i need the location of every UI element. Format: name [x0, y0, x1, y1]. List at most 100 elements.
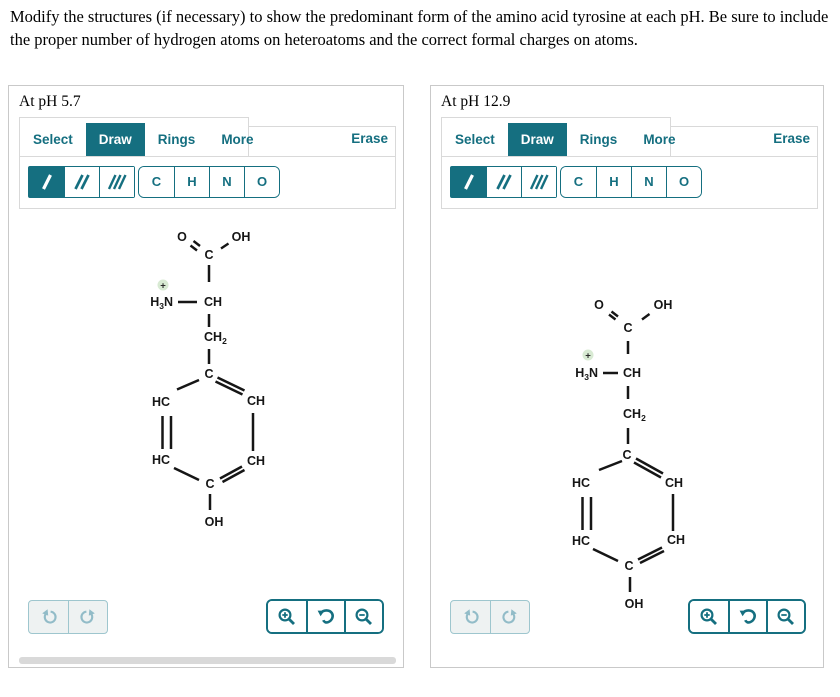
tab-more[interactable]: More — [643, 132, 676, 147]
bond-carbonyl-double-1[interactable] — [189, 244, 198, 252]
atom-button-oxygen[interactable]: O — [666, 167, 701, 197]
zoom-out-button[interactable] — [766, 601, 804, 632]
atom-methylene-ch2[interactable]: CH2 — [623, 407, 646, 423]
atom-ring-upper-left-hc[interactable]: HC — [152, 395, 170, 409]
horizontal-scrollbar[interactable] — [19, 657, 396, 664]
bond-carboxyl-oh[interactable] — [220, 242, 230, 250]
tab-draw[interactable]: Draw — [85, 123, 145, 156]
drawing-toolbar: Select Draw Rings More Erase — [19, 117, 396, 209]
atom-button-nitrogen[interactable]: N — [631, 167, 666, 197]
atom-ring-top-c[interactable]: C — [204, 367, 213, 381]
positive-charge-badge[interactable] — [157, 279, 169, 291]
bond-ring-top-right-double-2[interactable] — [216, 376, 246, 392]
page-title: At pH 5.7 — [19, 93, 81, 110]
atom-carbonyl-o[interactable]: O — [177, 230, 187, 244]
atom-button-hydrogen[interactable]: H — [596, 167, 631, 197]
bond-ring-bottom-right-double-2[interactable] — [639, 549, 665, 565]
zoom-out-icon — [777, 607, 794, 625]
triple-bond-icon — [107, 174, 127, 190]
bond-carbonyl-double-1[interactable] — [608, 313, 617, 321]
bond-ring-bottom-right-double-2[interactable] — [221, 468, 246, 484]
triple-bond-icon — [529, 174, 549, 190]
atom-ring-bottom-c[interactable]: C — [205, 477, 214, 491]
instructions-text: Modify the structures (if necessary) to … — [10, 7, 829, 49]
tab-rings[interactable]: Rings — [579, 132, 618, 147]
atom-ammonium[interactable]: H3N — [575, 366, 598, 382]
erase-button[interactable]: Erase — [351, 131, 388, 146]
atom-ammonium[interactable]: H3N — [150, 295, 173, 311]
tab-divider — [19, 156, 396, 157]
atom-alpha-ch[interactable]: CH — [204, 295, 222, 309]
tab-select[interactable]: Select — [455, 132, 495, 147]
atom-button-group: C H N O — [138, 166, 280, 198]
single-bond-button[interactable] — [29, 167, 64, 197]
double-bond-button[interactable] — [486, 167, 521, 197]
triple-bond-button[interactable] — [99, 167, 134, 197]
bond-button-group — [450, 166, 557, 198]
bond-ring-bottom-left[interactable] — [173, 466, 200, 482]
undo-button[interactable] — [29, 601, 68, 633]
bond-ring-bottom-right-double-1[interactable] — [219, 465, 243, 480]
atom-carboxyl-oh[interactable]: OH — [654, 298, 673, 312]
atom-phenol-oh[interactable]: OH — [625, 597, 644, 611]
atom-ring-upper-right-ch[interactable]: CH — [665, 476, 683, 490]
atom-button-nitrogen[interactable]: N — [209, 167, 244, 197]
atom-ring-lower-left-hc[interactable]: HC — [572, 534, 590, 548]
page-title: At pH 12.9 — [441, 93, 511, 110]
bond-ring-top-left[interactable] — [176, 378, 200, 391]
triple-bond-button[interactable] — [521, 167, 556, 197]
redo-button[interactable] — [490, 601, 529, 633]
double-bond-button[interactable] — [64, 167, 99, 197]
atom-phenol-oh[interactable]: OH — [205, 515, 224, 529]
erase-button[interactable]: Erase — [773, 131, 810, 146]
atom-ring-lower-right-ch[interactable]: CH — [247, 454, 265, 468]
atom-ring-top-c[interactable]: C — [622, 448, 631, 462]
bond-ring-top-right-double-1[interactable] — [633, 461, 662, 479]
reset-view-icon — [739, 608, 756, 624]
atom-alpha-ch[interactable]: CH — [623, 366, 641, 380]
atom-ring-bottom-c[interactable]: C — [624, 559, 633, 573]
bond-carbonyl-double-2[interactable] — [192, 240, 201, 247]
structure-canvas[interactable]: O OH C + H3N CH CH2 C HC CH HC CH C OH — [9, 209, 403, 668]
bond-carbonyl-double-2[interactable] — [610, 310, 619, 318]
bond-ring-bottom-right-double-1[interactable] — [637, 546, 663, 561]
reset-view-button[interactable] — [728, 601, 766, 632]
tab-draw[interactable]: Draw — [507, 123, 567, 156]
atom-ring-lower-left-hc[interactable]: HC — [152, 453, 170, 467]
atom-button-group: C H N O — [560, 166, 702, 198]
single-bond-button[interactable] — [451, 167, 486, 197]
atom-button-carbon[interactable]: C — [139, 167, 174, 197]
atom-carbonyl-o[interactable]: O — [594, 298, 604, 312]
atom-button-carbon[interactable]: C — [561, 167, 596, 197]
bond-carboxyl-oh[interactable] — [641, 313, 651, 321]
tab-rings[interactable]: Rings — [157, 132, 196, 147]
zoom-in-button[interactable] — [268, 601, 306, 632]
structure-canvas[interactable]: O OH C + H3N CH CH2 C HC CH HC CH C OH — [431, 209, 823, 668]
bond-ring-top-right-double-1[interactable] — [214, 380, 244, 396]
reset-view-icon — [317, 608, 334, 624]
positive-charge-badge[interactable] — [582, 349, 594, 361]
bond-ring-bottom-left[interactable] — [592, 547, 619, 563]
tab-more[interactable]: More — [221, 132, 254, 147]
bond-ring-top-left[interactable] — [598, 459, 623, 472]
redo-button[interactable] — [68, 601, 107, 633]
atom-carboxyl-c[interactable]: C — [204, 248, 213, 262]
atom-carboxyl-oh[interactable]: OH — [232, 230, 251, 244]
reset-view-button[interactable] — [306, 601, 344, 632]
atom-button-oxygen[interactable]: O — [244, 167, 279, 197]
bond-ring-top-right-double-2[interactable] — [635, 457, 664, 475]
atom-carboxyl-c[interactable]: C — [623, 321, 632, 335]
bond-button-group — [28, 166, 135, 198]
atom-methylene-ch2[interactable]: CH2 — [204, 330, 227, 346]
positive-charge-sign: + — [585, 351, 591, 362]
atom-ring-upper-left-hc[interactable]: HC — [572, 476, 590, 490]
atom-ring-lower-right-ch[interactable]: CH — [667, 533, 685, 547]
undo-button[interactable] — [451, 601, 490, 633]
atom-button-hydrogen[interactable]: H — [174, 167, 209, 197]
tab-select[interactable]: Select — [33, 132, 73, 147]
atom-ring-upper-right-ch[interactable]: CH — [247, 394, 265, 408]
tab-divider — [441, 156, 818, 157]
zoom-in-button[interactable] — [690, 601, 728, 632]
zoom-out-button[interactable] — [344, 601, 382, 632]
ph-12-9-panel: At pH 12.9 Select Draw Rings More Erase — [430, 85, 824, 668]
